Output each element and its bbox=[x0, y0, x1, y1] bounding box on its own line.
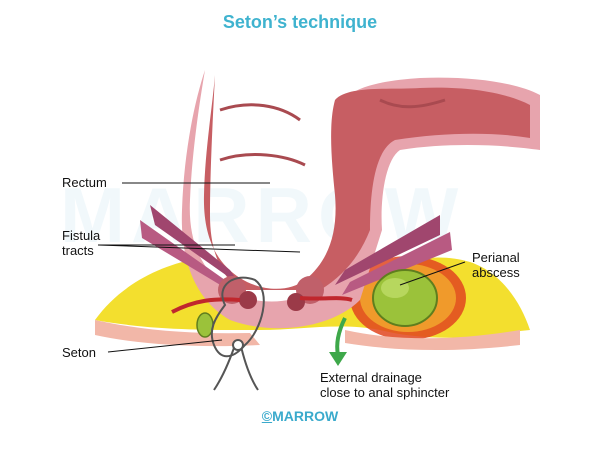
label-fistula-line2: tracts bbox=[62, 243, 94, 258]
leader-seton bbox=[107, 339, 223, 353]
skin-surface bbox=[95, 320, 260, 347]
label-drainage-line2: close to anal sphincter bbox=[320, 385, 450, 400]
label-fistula-tracts: Fistula tracts bbox=[62, 228, 100, 258]
brand-name: MARROW bbox=[272, 408, 339, 424]
label-perianal-line2: abscess bbox=[472, 265, 520, 280]
label-rectum: Rectum bbox=[62, 175, 107, 190]
label-seton: Seton bbox=[62, 345, 96, 360]
leader-perianal bbox=[399, 261, 466, 286]
label-drainage-line1: External drainage bbox=[320, 370, 422, 385]
leader-fistula-2 bbox=[97, 244, 301, 253]
rectum-lumen bbox=[203, 75, 530, 290]
seton-loop bbox=[210, 276, 265, 358]
label-perianal-line1: Perianal bbox=[472, 250, 520, 265]
perianal-abscess bbox=[372, 269, 438, 327]
fistula-tract-right bbox=[299, 296, 353, 302]
page-title: Seton’s technique bbox=[222, 12, 378, 32]
label-fistula-line1: Fistula bbox=[62, 228, 101, 243]
fistula-tract-left bbox=[171, 297, 241, 314]
muscle-right bbox=[335, 215, 440, 285]
left-drain-opening bbox=[196, 312, 214, 338]
label-external-drainage: External drainage close to anal sphincte… bbox=[320, 370, 449, 400]
brand-footer: ©MARROW bbox=[0, 408, 600, 424]
sphincter-left bbox=[218, 276, 246, 304]
copyright-symbol: © bbox=[261, 408, 273, 424]
label-perianal-abscess: Perianal abscess bbox=[472, 250, 520, 280]
seton-knot bbox=[232, 339, 244, 351]
